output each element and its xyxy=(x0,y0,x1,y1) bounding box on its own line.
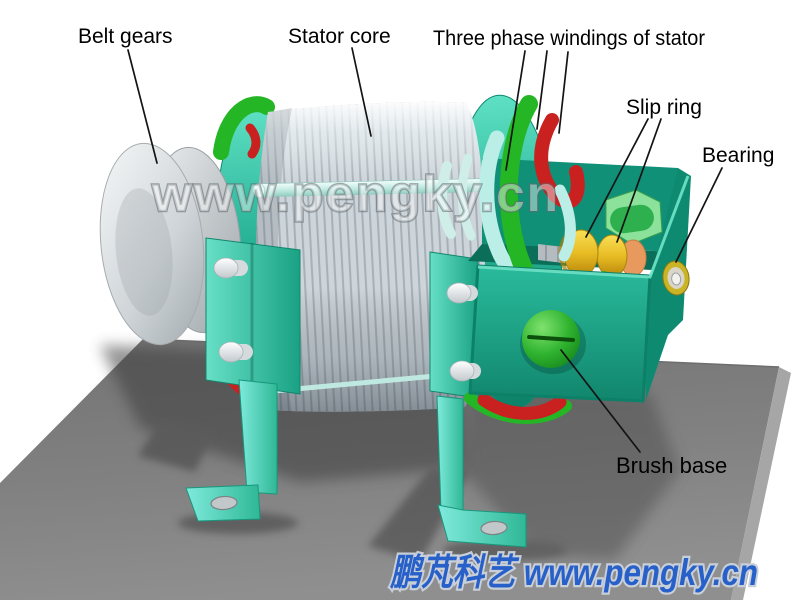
label-bearing: Bearing xyxy=(702,144,774,167)
pulley-hub xyxy=(115,188,173,316)
winding-red xyxy=(534,113,585,209)
bearing-part xyxy=(662,260,690,296)
right-leg xyxy=(436,395,464,514)
right-foot-bolt-hole xyxy=(480,520,508,536)
leader-slip-ring-1 xyxy=(585,118,649,238)
label-brush-base: Brush base xyxy=(616,453,727,478)
slip-ring-2 xyxy=(596,234,628,278)
leader-stator-core xyxy=(351,47,372,137)
brush-base-knob xyxy=(520,310,586,374)
right-bracket-bolts xyxy=(446,282,481,382)
left-leg xyxy=(238,379,278,495)
slip-ring-assembly xyxy=(538,189,663,278)
label-stator-core: Stator core xyxy=(288,25,391,48)
left-mounting-bracket xyxy=(185,237,301,522)
leader-winding-green xyxy=(536,50,548,130)
leader-lines xyxy=(127,47,723,453)
label-three-phase-windings: Three phase windings of stator xyxy=(433,27,705,50)
box-rim-highlight xyxy=(477,175,690,279)
bottom-watermark: 鹏芃科艺 www.pengky.cn xyxy=(390,552,758,593)
leader-brush-base xyxy=(560,349,641,453)
center-watermark: www.pengky.cn xyxy=(151,166,560,222)
platform-edge xyxy=(731,367,791,600)
left-bracket-bolts xyxy=(213,257,253,363)
left-foot-bolt-hole xyxy=(210,495,238,511)
leader-winding-cyan xyxy=(505,50,526,171)
leader-bearing xyxy=(675,167,723,263)
left-stator-windings-top xyxy=(213,96,275,160)
leader-slip-ring-2 xyxy=(616,118,662,243)
leader-belt-gears xyxy=(127,49,158,164)
label-slip-ring: Slip ring xyxy=(626,96,702,119)
label-belt-gears: Belt gears xyxy=(78,25,173,48)
brush-knob-slot xyxy=(527,334,575,343)
right-stator-windings xyxy=(437,95,609,424)
leader-winding-red xyxy=(558,51,569,134)
